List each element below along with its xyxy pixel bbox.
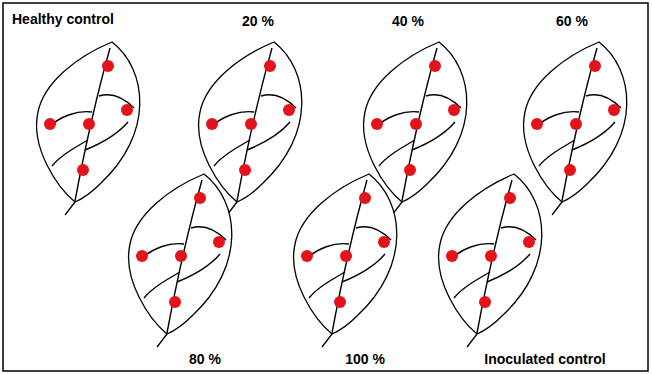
- inoculation-spot: [245, 118, 257, 130]
- treatment-label: 20 %: [242, 13, 274, 30]
- inoculation-spot: [206, 118, 218, 130]
- leaf-vein: [539, 140, 575, 166]
- leaf-vein: [144, 272, 180, 298]
- inoculation-spot: [479, 296, 491, 308]
- leaf-drawing: [430, 170, 550, 350]
- leaf-sample: 80 %: [120, 170, 240, 350]
- inoculation-spot: [371, 118, 383, 130]
- inoculation-spot: [485, 250, 497, 262]
- leaf-drawing: [120, 170, 240, 350]
- inoculation-spot: [589, 60, 601, 72]
- leaf-sample: Healthy control: [28, 38, 148, 218]
- leaf-sample: Inoculated control: [430, 170, 550, 350]
- leaf-drawing: [285, 170, 405, 350]
- inoculation-spot: [410, 118, 422, 130]
- leaf-stem: [322, 334, 332, 347]
- inoculation-spot: [283, 104, 295, 116]
- leaf-vein: [309, 272, 345, 298]
- inoculation-spot: [169, 296, 181, 308]
- inoculation-spot: [213, 236, 225, 248]
- inoculation-spot: [378, 236, 390, 248]
- inoculation-spot: [340, 250, 352, 262]
- inoculation-spot: [531, 118, 543, 130]
- inoculation-spot: [446, 250, 458, 262]
- inoculation-spot: [429, 60, 441, 72]
- inoculation-spot: [264, 60, 276, 72]
- inoculation-spot: [175, 250, 187, 262]
- leaf-sample: 60 %: [515, 38, 635, 218]
- leaf-vein: [454, 272, 490, 298]
- leaf-stem: [157, 334, 167, 347]
- inoculation-spot: [44, 118, 56, 130]
- leaf-vein: [214, 140, 250, 166]
- inoculation-spot: [194, 192, 206, 204]
- inoculation-spot: [301, 250, 313, 262]
- inoculation-spot: [359, 192, 371, 204]
- leaf-vein: [379, 140, 415, 166]
- leaf-vein: [52, 140, 88, 166]
- leaf-outline: [129, 174, 232, 334]
- inoculation-spot: [404, 164, 416, 176]
- inoculation-spot: [448, 104, 460, 116]
- inoculation-spot: [608, 104, 620, 116]
- inoculation-spot: [121, 104, 133, 116]
- leaf-stem: [552, 202, 562, 215]
- leaf-outline: [439, 174, 542, 334]
- inoculation-spot: [564, 164, 576, 176]
- inoculation-spot: [570, 118, 582, 130]
- leaf-sample: 100 %: [285, 170, 405, 350]
- leaf-outline: [294, 174, 397, 334]
- treatment-label: 60 %: [556, 13, 588, 30]
- inoculation-spot: [504, 192, 516, 204]
- inoculation-spot: [83, 118, 95, 130]
- inoculation-spot: [239, 164, 251, 176]
- treatment-label: 80 %: [189, 351, 221, 368]
- leaf-drawing: [28, 38, 148, 218]
- leaf-stem: [65, 202, 75, 215]
- treatment-label: 100 %: [345, 351, 385, 368]
- leaf-outline: [524, 42, 627, 202]
- inoculation-spot: [136, 250, 148, 262]
- treatment-label: Inoculated control: [484, 351, 605, 368]
- leaf-outline: [37, 42, 140, 202]
- inoculation-spot: [77, 164, 89, 176]
- frame-border: [3, 3, 648, 371]
- treatment-label: 40 %: [392, 13, 424, 30]
- leaf-outline: [199, 42, 302, 202]
- leaf-stem: [467, 334, 477, 347]
- inoculation-spot: [102, 60, 114, 72]
- treatment-label: Healthy control: [12, 11, 114, 28]
- leaf-drawing: [515, 38, 635, 218]
- inoculation-spot: [334, 296, 346, 308]
- leaf-outline: [364, 42, 467, 202]
- inoculation-spot: [523, 236, 535, 248]
